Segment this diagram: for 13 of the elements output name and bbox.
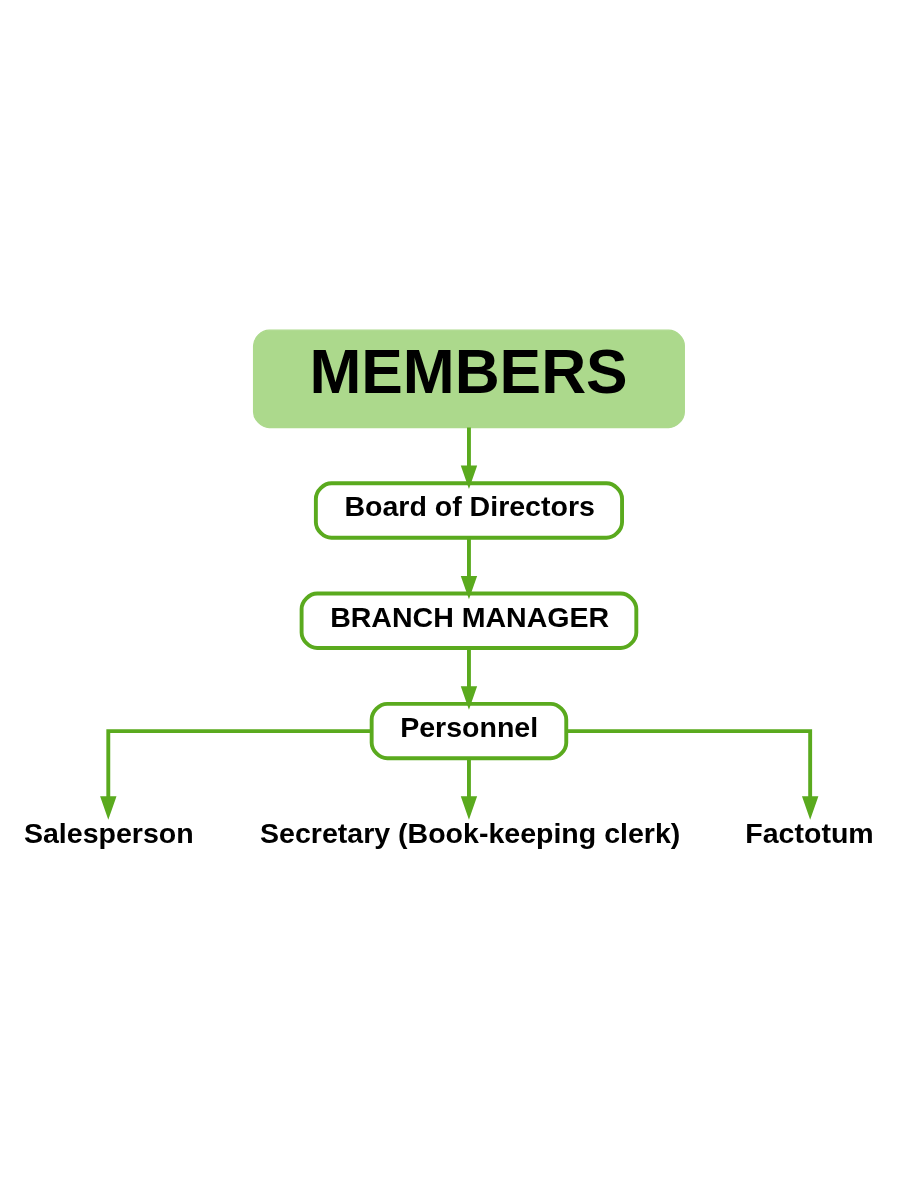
- node-text: Secretary (Book-keeping clerk): [260, 817, 681, 850]
- node-box: MEMBERS: [252, 329, 685, 429]
- arrow: [460, 648, 478, 710]
- node-box: BRANCH MANAGER: [299, 591, 639, 650]
- arrow: [460, 427, 478, 489]
- node-text: Factotum: [745, 817, 874, 850]
- arrow: [460, 758, 478, 820]
- node-box: Board of Directors: [313, 481, 624, 540]
- arrow: [566, 729, 819, 820]
- node-text: Salesperson: [23, 817, 194, 850]
- arrow: [460, 537, 478, 600]
- node-box: Personnel: [369, 701, 569, 761]
- arrow: [100, 729, 372, 820]
